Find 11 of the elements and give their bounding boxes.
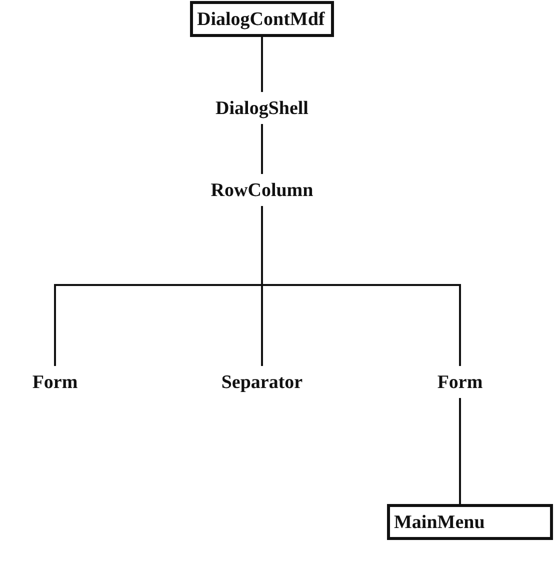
- class-label: Form: [15, 366, 95, 398]
- class-box: DialogContMdf: [190, 1, 334, 37]
- class-label: Separator: [196, 366, 328, 398]
- class-box: MainMenu: [387, 504, 553, 540]
- class-label: RowColumn: [186, 174, 338, 206]
- connector-line: [261, 37, 263, 92]
- connector-line: [459, 398, 461, 504]
- class-label: DialogShell: [186, 92, 338, 124]
- class-label: Form: [420, 366, 500, 398]
- connector-line: [261, 124, 263, 174]
- connector-line: [261, 206, 461, 366]
